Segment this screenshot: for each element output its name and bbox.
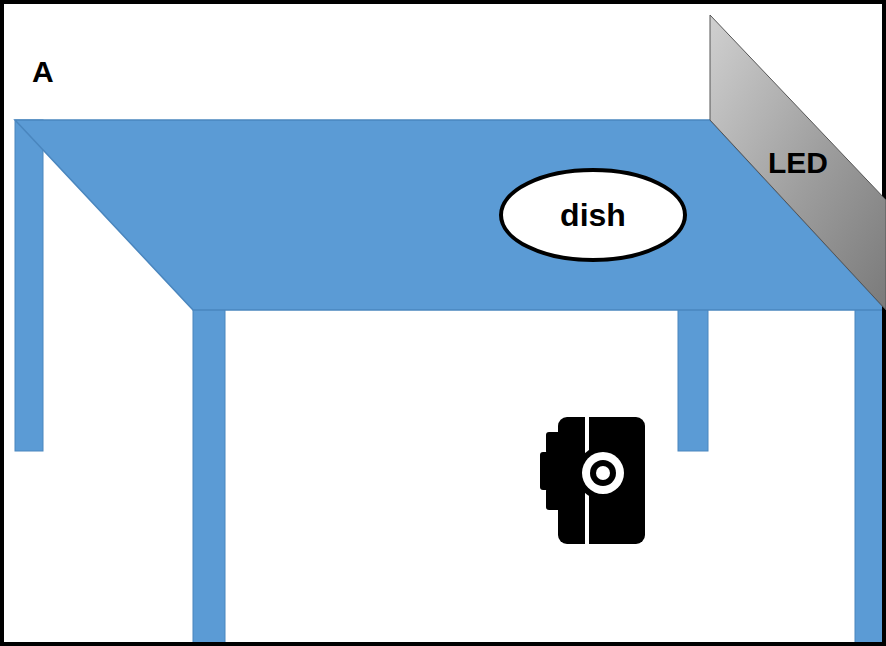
table-leg (855, 300, 886, 646)
node-label: LED (768, 146, 828, 180)
table-leg (193, 300, 225, 646)
table-leg (678, 300, 708, 451)
camera-icon (540, 417, 645, 544)
table-leg (15, 120, 43, 451)
node-label: dish (560, 197, 626, 234)
dish-ellipse: dish (499, 168, 687, 262)
led-panel: LED (710, 15, 886, 310)
panel-letter: A (32, 55, 54, 89)
